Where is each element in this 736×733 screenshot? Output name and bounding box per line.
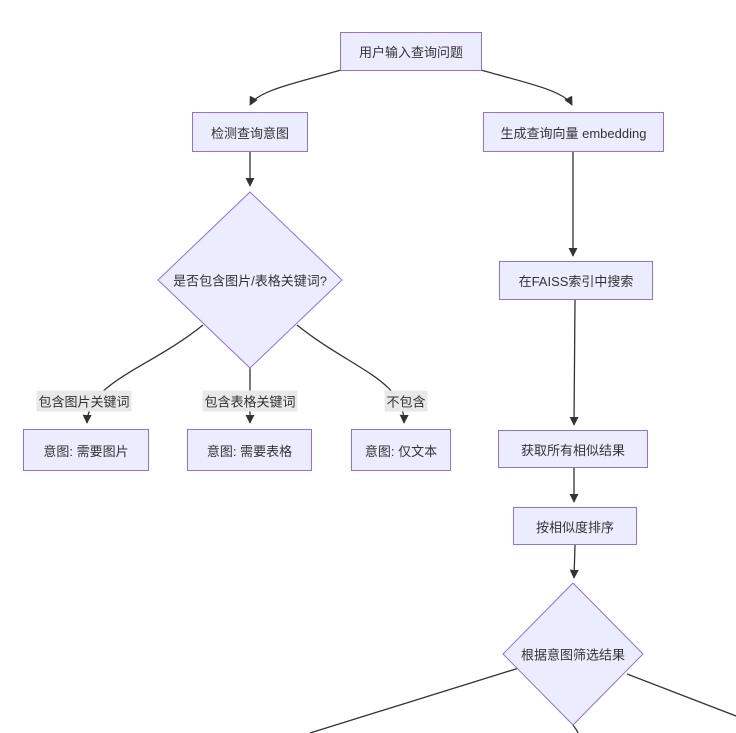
node-user-input: 用户输入查询问题 — [340, 32, 482, 71]
node-generate-embedding: 生成查询向量 embedding — [483, 112, 664, 152]
decision-filter-results-shape — [502, 582, 644, 726]
node-get-results: 获取所有相似结果 — [498, 430, 648, 468]
node-detect-intent: 检测查询意图 — [192, 112, 308, 152]
edge-userinput-to-detect — [249, 69, 342, 106]
edge-label-not-contains: 不包含 — [384, 390, 428, 412]
decision-keyword-check-shape — [157, 191, 343, 369]
edge-sort-to-filter — [569, 544, 579, 579]
decision-filter-results-label: 根据意图筛选结果 — [520, 647, 626, 663]
decision-keyword-check-label: 是否包含图片/表格关键词? — [173, 273, 327, 289]
edge-label-contains-image: 包含图片关键词 — [36, 390, 132, 412]
node-intent-table: 意图: 需要表格 — [187, 429, 312, 471]
edge-filter-out-bottom — [572, 724, 579, 733]
edge-userinput-to-embedding — [480, 69, 573, 106]
edge-label-contains-table: 包含表格关键词 — [202, 390, 298, 412]
node-intent-image: 意图: 需要图片 — [23, 429, 149, 471]
edge-faiss-to-results — [569, 299, 579, 426]
node-intent-text: 意图: 仅文本 — [351, 429, 451, 471]
edge-filter-out-right — [626, 673, 736, 717]
node-faiss-search: 在FAISS索引中搜索 — [499, 261, 653, 300]
node-sort-similarity: 按相似度排序 — [513, 507, 637, 545]
edge-filter-out-left — [309, 667, 520, 733]
